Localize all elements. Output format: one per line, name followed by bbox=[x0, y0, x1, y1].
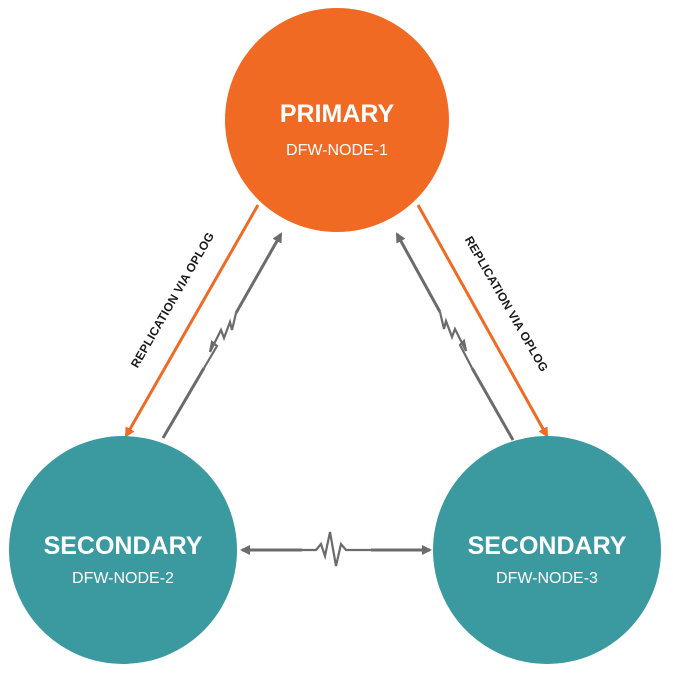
heartbeat-icon bbox=[302, 531, 371, 567]
secondary-right-node[interactable]: SECONDARY DFW-NODE-3 bbox=[433, 436, 661, 664]
secondary-right-node-name: DFW-NODE-3 bbox=[496, 570, 598, 587]
primary-node-circle bbox=[225, 8, 449, 232]
secondary-left-node-name: DFW-NODE-2 bbox=[72, 570, 174, 587]
replication-right-label: REPLICATION VIA OPLOG bbox=[462, 234, 551, 375]
secondary-right-role-label: SECONDARY bbox=[468, 532, 627, 560]
secondary-right-node-circle bbox=[433, 436, 661, 664]
heartbeat-icon bbox=[438, 311, 473, 369]
primary-node[interactable]: PRIMARY DFW-NODE-1 bbox=[225, 8, 449, 232]
heartbeat-right-arrow bbox=[395, 232, 515, 441]
secondary-left-node[interactable]: SECONDARY DFW-NODE-2 bbox=[9, 436, 237, 664]
primary-role-label: PRIMARY bbox=[280, 100, 395, 128]
primary-node-name: DFW-NODE-1 bbox=[286, 142, 388, 159]
replication-left-arrow bbox=[124, 204, 260, 438]
secondary-left-node-circle bbox=[9, 436, 237, 664]
heartbeat-left-arrow bbox=[161, 232, 283, 439]
heartbeat-bottom-arrow bbox=[239, 531, 433, 567]
heartbeat-icon bbox=[203, 312, 238, 369]
secondary-left-role-label: SECONDARY bbox=[44, 532, 203, 560]
replication-right-arrow bbox=[416, 204, 549, 438]
